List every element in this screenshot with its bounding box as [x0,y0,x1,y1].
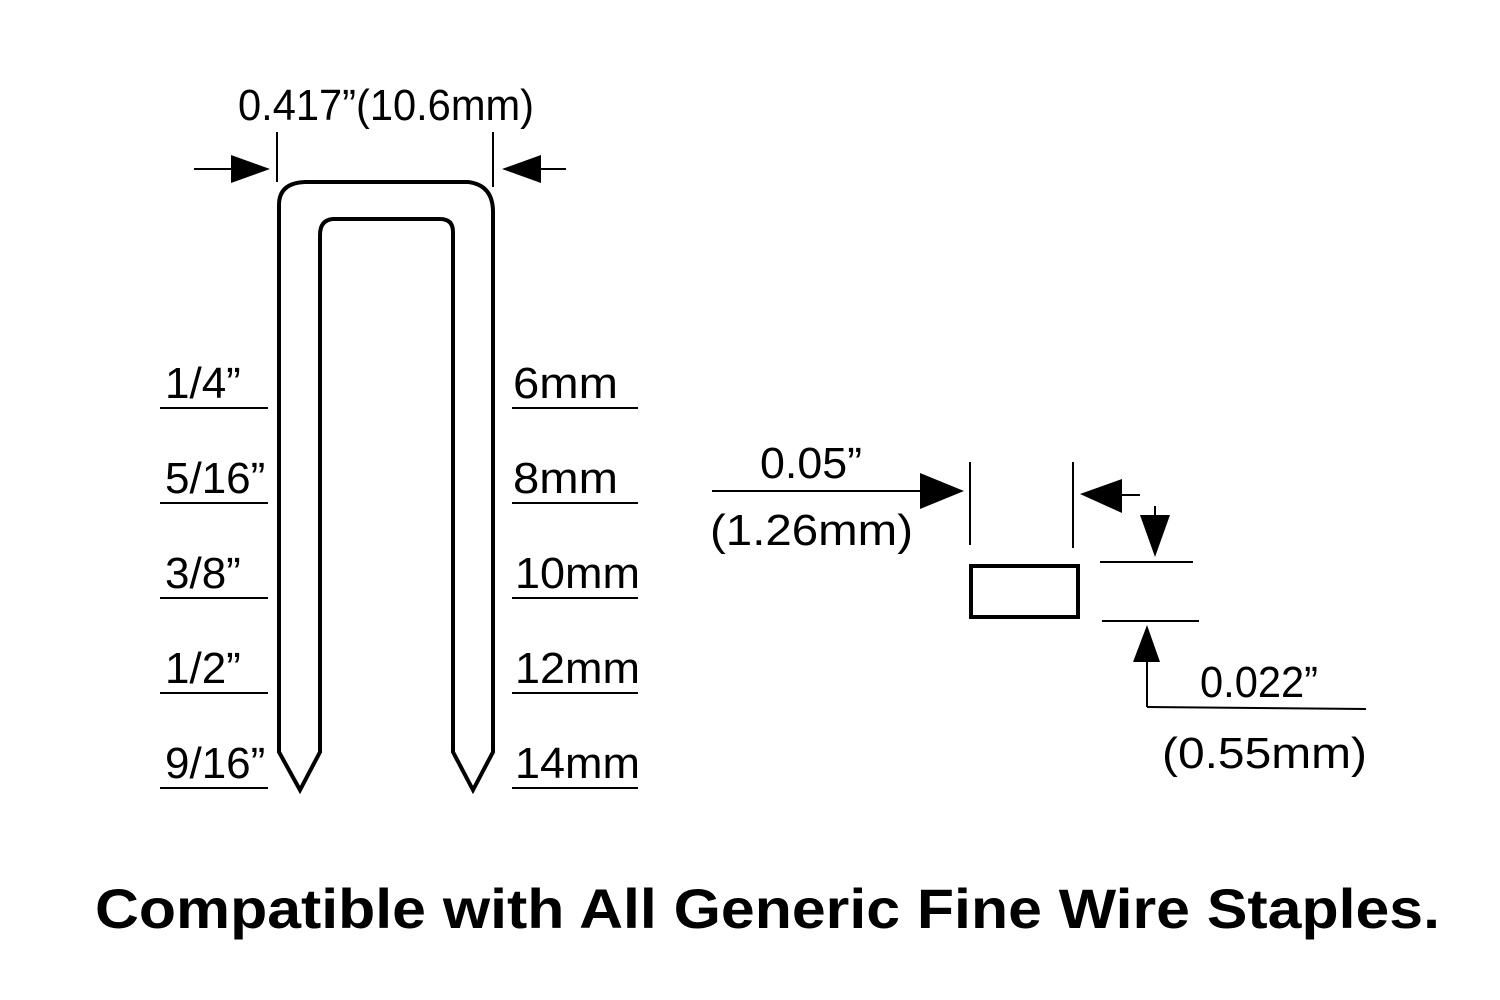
staple-outline [277,180,495,795]
thickness-dimension-arrows [1100,506,1367,710]
width-dimension-arrows [712,462,1140,548]
leg-length-inch: 1/4” [165,359,241,408]
crown-width-label: 0.417”(10.6mm) [238,81,534,130]
leg-length-inch: 5/16” [165,454,265,503]
leg-length-mm-labels: 6mm 8mm 10mm 12mm 14mm [512,359,640,789]
leg-length-mm: 14mm [515,739,640,788]
wire-cross-section [969,564,1080,619]
leg-length-inch: 3/8” [165,549,241,598]
leg-length-mm: 6mm [513,359,618,408]
crown-dimension-arrows [194,132,566,187]
wire-width-mm: (1.26mm) [710,506,913,555]
wire-thickness-mm: (0.55mm) [1162,729,1367,778]
caption: Compatible with All Generic Fine Wire St… [95,877,1440,940]
leg-length-inch: 9/16” [165,739,265,788]
leg-length-mm: 8mm [513,454,618,503]
leg-length-inch: 1/2” [165,644,241,693]
wire-width-inch: 0.05” [760,439,862,488]
wire-thickness-inch: 0.022” [1200,658,1318,707]
leg-length-mm: 12mm [515,644,640,693]
leg-length-mm: 10mm [515,549,640,598]
leg-length-inch-labels: 1/4” 5/16” 3/8” 1/2” 9/16” [160,359,268,789]
